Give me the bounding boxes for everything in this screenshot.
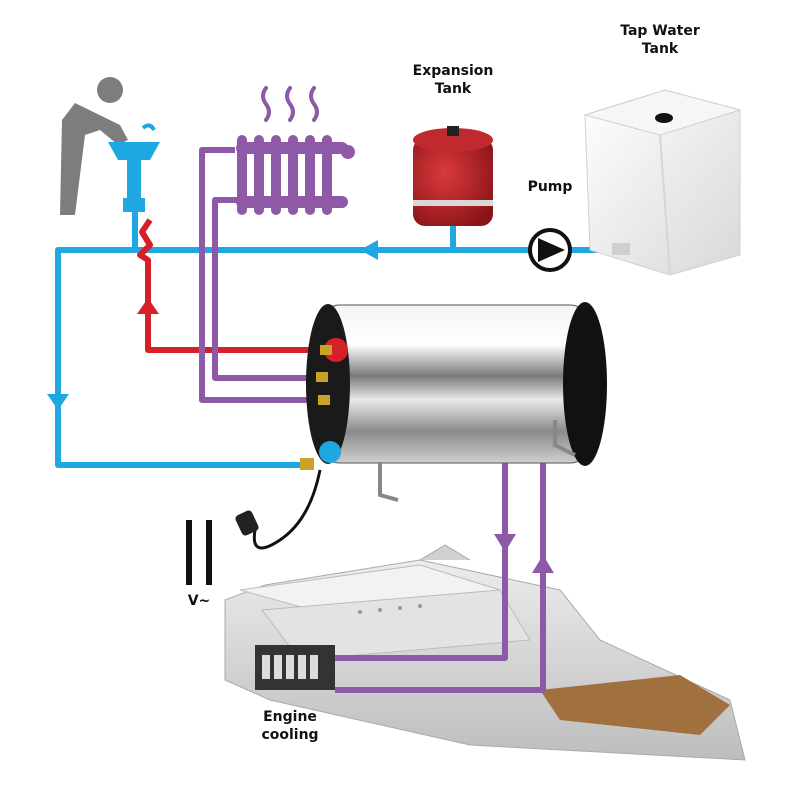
expansion-tank-icon xyxy=(413,126,493,226)
expansion-tank-label: Expansion Tank xyxy=(412,63,494,97)
cold-water-arrow xyxy=(47,240,378,410)
hot-water-pipe xyxy=(137,218,325,353)
radiator-circuit-pipe xyxy=(199,147,325,403)
sink-icon xyxy=(108,123,160,212)
cold-water-pipe xyxy=(55,210,625,468)
radiator-icon xyxy=(236,135,355,215)
hot-water-arrow xyxy=(137,298,159,314)
tap-water-tank-label: Tap Water Tank xyxy=(620,23,700,57)
heat-waves-icon xyxy=(261,86,319,122)
power-symbol-icon xyxy=(186,520,212,585)
power-label: V~ xyxy=(187,593,211,609)
person-washing-icon xyxy=(60,77,128,215)
power-plug-icon xyxy=(235,469,322,550)
pump-label: Pump xyxy=(527,179,573,195)
engine-cooling-label: Engine cooling xyxy=(261,709,319,743)
water-heater-icon xyxy=(300,302,607,502)
engine-circuit-arrow xyxy=(494,534,554,573)
pump-icon xyxy=(528,228,572,272)
tap-water-tank-icon xyxy=(583,89,742,276)
